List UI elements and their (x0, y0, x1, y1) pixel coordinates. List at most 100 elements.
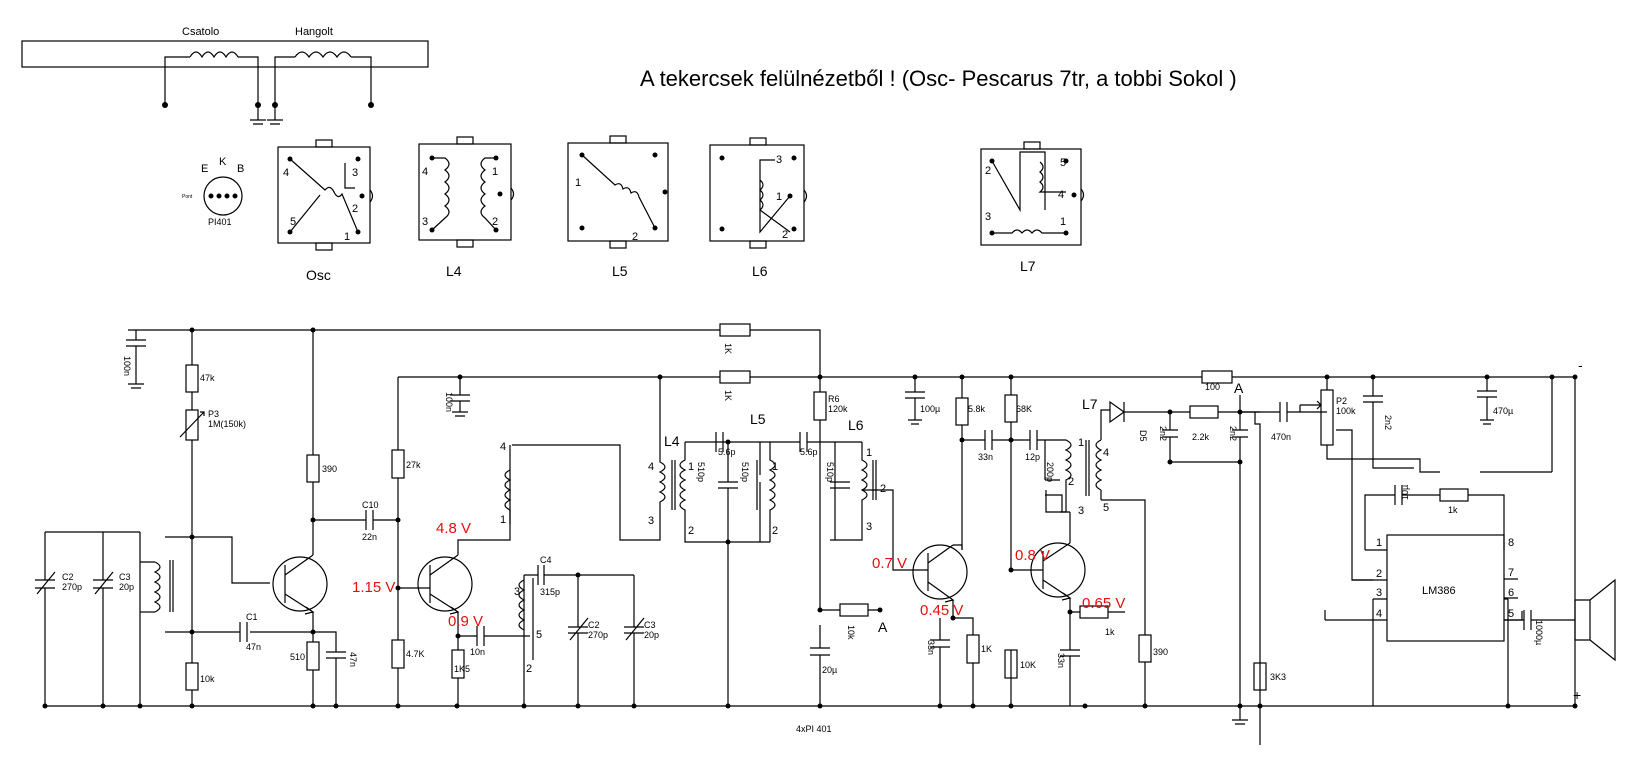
l6-coil-pin-2: 2 (880, 483, 886, 495)
l7-pin-3: 3 (985, 211, 991, 223)
l4-coil-pin-4: 4 (648, 461, 654, 473)
c-200p-label: 200p (1045, 462, 1055, 482)
collector-label: K (219, 156, 227, 168)
c-10u-label: 10µ (1400, 485, 1410, 500)
c2a-value-label: 270p (62, 582, 82, 592)
l6-pin-2: 2 (782, 229, 788, 241)
voltage-1-15v: 1.15 V (352, 579, 395, 596)
p2-label: P2 (1336, 396, 1347, 406)
voltage-4-8v: 4.8 V (436, 520, 471, 537)
base-label: B (237, 163, 244, 175)
l5-pin-1: 1 (575, 177, 581, 189)
c-2n2-b-label: 2n2 (1228, 426, 1238, 441)
transistor-count-label: 4xPI 401 (796, 724, 832, 734)
voltage-0-45v: 0.45 V (920, 602, 963, 619)
ic-pin-4: 4 (1376, 608, 1382, 620)
l7-coil-pin-2: 2 (1068, 476, 1074, 488)
bias-chain: 47k P3 1M(150k) 10k (179, 330, 246, 706)
r-3k3-label: 3K3 (1270, 672, 1286, 682)
l7-label: L7 (1020, 258, 1036, 274)
d5-label: D5 (1138, 430, 1148, 442)
stage4-if-amp: 68K 12p 200p 10K 33n 1k 390 L7 D5 1 4 2 … (1004, 377, 1168, 706)
coil-view-l4: 4 1 3 2 L4 (418, 136, 515, 279)
c2b-label: C2 (588, 620, 600, 630)
r-10k-a-label: 10k (200, 674, 215, 684)
r6-value-label: 120k (828, 404, 848, 414)
r-1k-mid-label: 1K (723, 390, 733, 401)
coil-view-l5: 1 2 L5 (567, 135, 669, 279)
tuned-coil-label: Hangolt (295, 26, 333, 38)
c-470n-label: 470n (1271, 432, 1291, 442)
ic-pin-2: 2 (1376, 568, 1382, 580)
l7-pin-5: 5 (1060, 157, 1066, 169)
stage2-oscillator: 1K5 10n C4 315p C2 270p C3 20p 4 1 3 5 2 (398, 441, 659, 706)
c-33n-c-label: 33n (1056, 653, 1066, 668)
osc-pin-1: 1 (344, 231, 350, 243)
c3b-value-label: 20p (644, 630, 659, 640)
c-1000u-label: 1000µ (1534, 620, 1544, 645)
p3-label: P3 (208, 409, 219, 419)
r-5k8-label: 5.8k (968, 404, 986, 414)
l5-pin-2: 2 (632, 231, 638, 243)
osc-coil-pin-4: 4 (500, 441, 506, 453)
c10-value-label: 22n (362, 532, 377, 542)
p2-value-label: 100k (1336, 406, 1356, 416)
l4-label: L4 (446, 263, 462, 279)
r-390-b-label: 390 (1153, 647, 1168, 657)
c-100u-label: 100µ (920, 404, 940, 414)
voltage-0-7v: 0.7 V (872, 555, 907, 572)
l7-pin-1: 1 (1060, 216, 1066, 228)
negative-terminal-label: - (1578, 357, 1583, 373)
r-390-a-label: 390 (322, 464, 337, 474)
ic-pin-5: 5 (1508, 608, 1514, 620)
l5-coil-pin-2b: 2 (772, 525, 778, 537)
l7-schematic-label: L7 (1082, 396, 1098, 412)
l7-pin-4: 4 (1058, 189, 1064, 201)
capacitor-100n-a: 100n (122, 330, 146, 389)
detector-filter: 2n2 2.2k 2n2 A 3K3 470n (1150, 380, 1327, 745)
c-100n-a-label: 100n (122, 356, 132, 376)
page-title: A tekercsek felülnézetből ! (Osc- Pescar… (640, 66, 1237, 91)
c-2n2-c-label: 2n2 (1383, 415, 1393, 430)
l6-pin-1: 1 (776, 191, 782, 203)
ic-pin-3: 3 (1376, 587, 1382, 599)
node-a-2-label: A (1234, 380, 1244, 396)
coil-view-osc: 4 3 2 5 1 Osc (277, 139, 374, 283)
r-100-label: 100 (1205, 382, 1220, 392)
c-33n-b-label: 33n (926, 640, 936, 655)
c1-value-label: 47n (246, 642, 261, 652)
c-100n-b-label: 100n (444, 392, 454, 412)
voltage-0-8v: 0.8 V (1015, 547, 1050, 564)
c10-label: C10 (362, 500, 379, 510)
supply-rails: - + 4xPI 401 (42, 327, 1583, 734)
voltage-annotations: 4.8 V 1.15 V 0.9 V 0.7 V 0.45 V 0.8 V 0.… (352, 520, 1125, 630)
c3a-value-label: 20p (119, 582, 134, 592)
osc-coil-pin-5: 5 (536, 629, 542, 641)
transistor-type-label: PI401 (208, 217, 232, 227)
c-10n-label: 10n (470, 647, 485, 657)
r-1k-g-label: 1k (1448, 505, 1458, 515)
r-1k-f-label: 1k (1105, 627, 1115, 637)
l7-coil-pin-5: 5 (1103, 502, 1109, 514)
r-10k-b-label: 10k (846, 625, 856, 640)
r-1k5-label: 1K5 (454, 664, 470, 674)
l7-coil-pin-4: 4 (1103, 447, 1109, 459)
l4-pin-1: 1 (492, 166, 498, 178)
stage2-bias: C10 22n 27k 100n 4.7K (313, 377, 470, 706)
l6-pin-3: 3 (776, 154, 782, 166)
osc-coil-pin-1: 1 (500, 514, 506, 526)
c-47n-label: 47n (348, 652, 358, 667)
r6-label: R6 (828, 394, 840, 404)
p3-value-label: 1M(150k) (208, 419, 246, 429)
c-510p-a-label: 510p (696, 462, 706, 482)
l4-schematic-label: L4 (664, 433, 680, 449)
top-resistors: 1K 1K (719, 323, 751, 401)
ic-pin-8: 8 (1508, 537, 1514, 549)
r-1k-e-label: 1K (981, 644, 992, 654)
c4-value-label: 315p (540, 587, 560, 597)
r-27k-label: 27k (406, 460, 421, 470)
l7-coil-pin-1: 1 (1078, 437, 1084, 449)
osc-pin-5: 5 (290, 216, 296, 228)
osc-pin-2: 2 (352, 203, 358, 215)
